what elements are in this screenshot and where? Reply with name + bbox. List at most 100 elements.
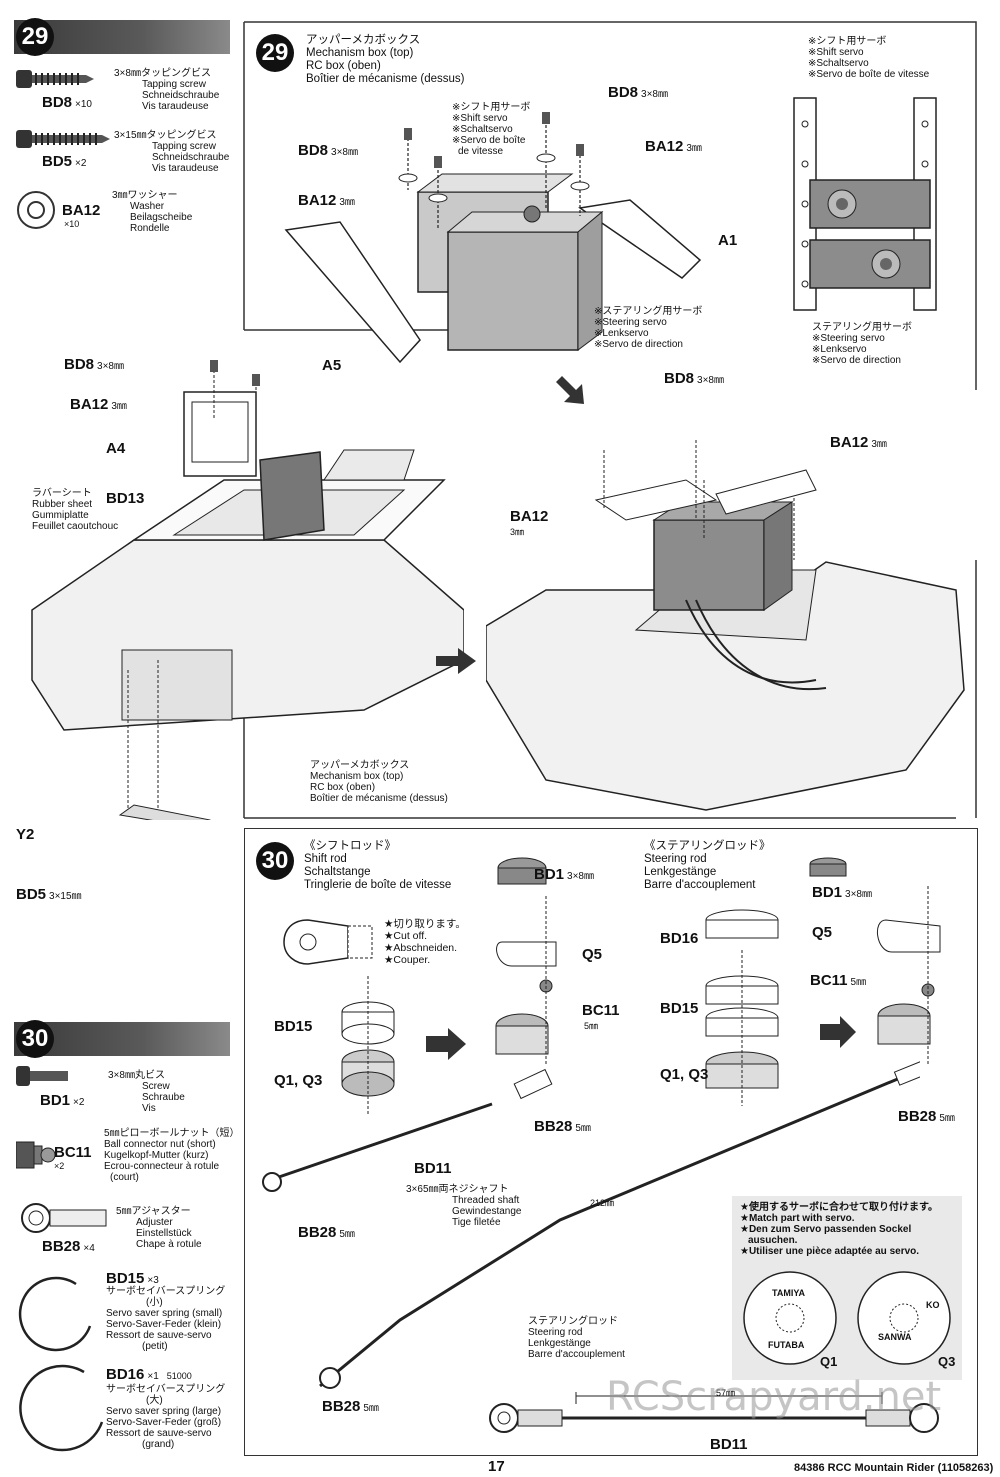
mechanism-box-right-drawing <box>486 440 965 811</box>
tapping-screw-icon <box>16 70 94 88</box>
label-bd15-right: BD15 <box>660 1000 699 1017</box>
step30-parts-number: 30 <box>16 1020 54 1058</box>
steering-rod-note: ステアリングロッド Steering rod Lenkgestänge Barr… <box>528 1316 625 1360</box>
arrow-icon <box>436 648 476 674</box>
label-57mm: 57㎜ <box>716 1388 736 1398</box>
parts-bd1-desc: 3×8㎜丸ビス Screw Schraube Vis <box>108 1070 185 1114</box>
servo-side-view-drawing <box>793 97 937 311</box>
label-bd13: BD13 <box>106 490 145 507</box>
label-ba12-mid: BA12 3㎜ <box>510 508 549 537</box>
parts-bd1: BD1×2 <box>40 1092 85 1109</box>
watermark: RCScrapyard.net <box>606 1374 942 1420</box>
parts-bb28: BB28×4 <box>42 1238 95 1255</box>
adjuster-icon <box>21 1203 107 1233</box>
shift-rod-drawing <box>262 857 557 1192</box>
servo-horn-cut-icon <box>283 919 373 965</box>
label-q1q3-left: Q1, Q3 <box>274 1072 323 1089</box>
mechanism-box-note: アッパーメカボックス Mechanism box (top) RC box (o… <box>310 760 448 804</box>
step30-number: 30 <box>256 842 294 880</box>
servo-horn-q3-icon <box>857 1271 951 1365</box>
label-212mm: 212㎜ <box>590 1198 615 1208</box>
arrow-down-icon <box>556 376 584 404</box>
long-steering-rod-drawing <box>319 1060 920 1389</box>
ball-connector-nut-icon <box>16 1141 56 1169</box>
shift-rod-title: 《シフトロッド》 Shift rod Schaltstange Tringler… <box>304 840 452 891</box>
servo-horn-q1-icon <box>743 1271 837 1365</box>
label-q5-right: Q5 <box>812 924 833 941</box>
parts-bd8-desc: 3×8㎜タッピングビス Tapping screw Schneidschraub… <box>114 68 220 112</box>
parts-bd5-desc: 3×15㎜タッピングビス Tapping screw Schneidschrau… <box>114 130 230 174</box>
horn-q3-top: KO <box>926 1300 940 1310</box>
large-spring-icon <box>19 1364 104 1452</box>
washer-icon <box>17 191 55 229</box>
servo-mount-drawing <box>284 112 702 364</box>
label-bd11-mid: BD11 <box>414 1160 452 1177</box>
rubber-sheet-note: ラバーシート Rubber sheet Gummiplatte Feuillet… <box>32 488 119 532</box>
label-y2: Y2 <box>16 826 35 843</box>
parts-bd15: BD15×3 <box>106 1270 159 1287</box>
cut-off-note: ★切り取ります。 ★Cut off. ★Abschneiden. ★Couper… <box>384 918 466 966</box>
parts-bc11: BC11 ×2 <box>54 1144 92 1171</box>
small-spring-icon <box>18 1276 92 1352</box>
page-number: 17 <box>488 1458 505 1475</box>
tapping-screw-long-icon <box>16 130 110 148</box>
parts-bd16-desc: サーボセイバースプリング (大) Servo saver spring (lar… <box>106 1384 226 1450</box>
servo-match-note: ★使用するサーボに合わせて取り付けます。 ★Match part with se… <box>740 1202 938 1257</box>
round-screw-icon <box>16 1066 68 1086</box>
servo-match-note-box: ★使用するサーボに合わせて取り付けます。 ★Match part with se… <box>732 1196 962 1380</box>
step29-parts-number: 29 <box>16 18 54 56</box>
horn-q1-label: Q1 <box>820 1354 838 1369</box>
parts-bb28-desc: 5㎜アジャスター Adjuster Einstellstück Chape à … <box>116 1206 202 1250</box>
parts-bd15-desc: サーボセイバースプリング (小) Servo saver spring (sma… <box>106 1286 226 1352</box>
step29-number: 29 <box>256 34 294 72</box>
side-shift-servo-note: ※シフト用サーボ ※Shift servo ※Schaltservo ※Serv… <box>808 36 930 80</box>
label-bd15-left: BD15 <box>274 1018 313 1035</box>
horn-q1-top: TAMIYA <box>772 1288 806 1298</box>
label-q5-left: Q5 <box>582 946 603 963</box>
parts-bd8: BD8×10 <box>42 94 92 111</box>
part-code: BD8 <box>42 94 73 111</box>
horn-q3-label: Q3 <box>938 1354 956 1369</box>
parts-ba12: BA12 ×10 <box>62 202 101 229</box>
horn-q3-bottom: SANWA <box>878 1332 912 1342</box>
side-steering-servo-note: ステアリング用サーボ ※Steering servo ※Lenkservo ※S… <box>812 322 912 366</box>
mechanism-box-left-drawing <box>31 360 464 820</box>
threaded-shaft-note: 3×65㎜両ネジシャフト Threaded shaft Gewindestang… <box>406 1184 522 1228</box>
label-a5: A5 <box>322 357 342 374</box>
step29-title: アッパーメカボックス Mechanism box (top) RC box (o… <box>306 34 465 85</box>
label-bd11-bottom: BD11 <box>710 1436 748 1453</box>
label-q1q3-right: Q1, Q3 <box>660 1066 709 1083</box>
label-bd16: BD16 <box>660 930 699 947</box>
steering-servo-note: ※ステアリング用サーボ ※Steering servo ※Lenkservo ※… <box>594 306 703 350</box>
label-a1: A1 <box>718 232 738 249</box>
steering-rod-drawing <box>705 857 941 1106</box>
step30-frame <box>244 828 978 1456</box>
horn-q1-bottom: FUTABA <box>768 1340 805 1350</box>
steering-rod-title: 《ステアリングロッド》 Steering rod Lenkgestänge Ba… <box>644 840 771 891</box>
label-a4: A4 <box>106 440 126 457</box>
bottom-rod-drawing <box>489 1392 939 1433</box>
parts-bd5: BD5×2 <box>42 153 87 170</box>
parts-bc11-desc: 5㎜ピローボールナット（短） Ball connector nut (short… <box>104 1128 240 1183</box>
model-footer: 84386 RCC Mountain Rider (11058263) <box>794 1462 994 1474</box>
parts-ba12-desc: 3㎜ワッシャー Washer Beilagscheibe Rondelle <box>112 190 193 234</box>
shift-servo-note: ※シフト用サーボ ※Shift servo ※Schaltservo ※Serv… <box>452 102 531 157</box>
